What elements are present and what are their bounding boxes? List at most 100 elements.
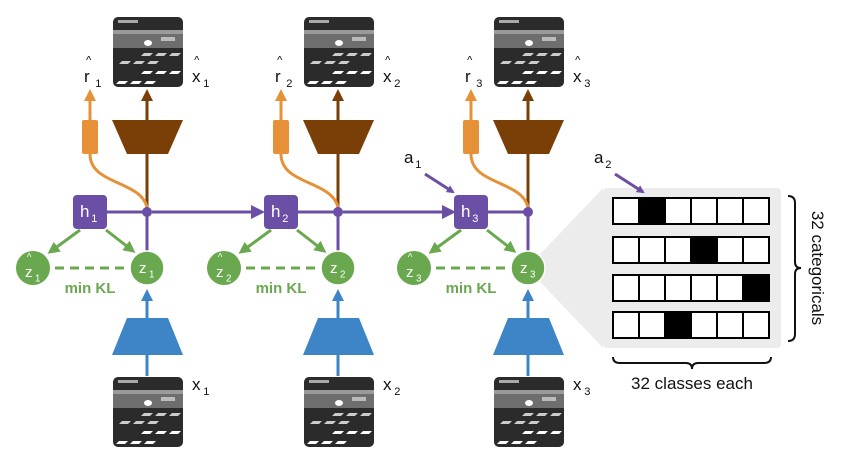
ice-floe xyxy=(360,413,372,416)
one-hot-cell xyxy=(690,274,718,302)
ice-floe xyxy=(536,413,548,416)
one-hot-cell-active xyxy=(690,236,718,264)
zhat-label-subscript: 2 xyxy=(226,274,231,285)
ice-floe xyxy=(332,431,344,434)
ice-floe xyxy=(321,81,333,84)
encoder-trapezoid xyxy=(112,318,183,355)
categorical-row xyxy=(612,197,770,225)
decoder-trapezoid xyxy=(303,120,374,154)
ice-floe xyxy=(360,431,372,434)
state-node xyxy=(333,207,343,217)
h-label-subscript: 1 xyxy=(91,213,97,225)
x-hat-label-letter: x xyxy=(192,67,201,86)
reward-hat-label-hat: ^ xyxy=(277,54,283,66)
ice-floe xyxy=(522,53,534,56)
z-label-subscript: 1 xyxy=(149,270,154,281)
frame-score xyxy=(118,20,138,23)
one-hot-cell-active xyxy=(742,274,770,302)
h-box xyxy=(264,195,298,229)
ice-floe xyxy=(144,441,156,444)
one-hot-cell xyxy=(638,236,666,264)
bear-sprite xyxy=(335,40,343,46)
reward-hat-label-subscript: 3 xyxy=(476,78,482,90)
bear-sprite xyxy=(144,40,152,46)
reward-hat-label-letter: r xyxy=(465,67,471,86)
ice-floe xyxy=(550,53,562,56)
ice-floe xyxy=(324,61,336,64)
reward-hat-label-subscript: 1 xyxy=(95,78,101,90)
x-hat-label-hat: ^ xyxy=(385,54,391,66)
ice-floe xyxy=(133,421,145,424)
zhat-label-hat: ^ xyxy=(27,253,32,264)
categorical-row xyxy=(612,274,770,302)
ice-floe xyxy=(133,61,145,64)
frame-background xyxy=(494,17,564,87)
ice-floe xyxy=(511,441,523,444)
frame-sign xyxy=(542,397,556,401)
action-label-letter: a xyxy=(404,148,414,167)
reward-hat-label-letter: r xyxy=(275,67,281,86)
frame-background xyxy=(304,377,374,447)
h-box xyxy=(73,195,107,229)
categoricals-brace xyxy=(787,195,802,342)
input-frame xyxy=(113,377,183,447)
h-box xyxy=(454,195,488,229)
x-hat-label-subscript: 1 xyxy=(203,78,209,90)
ice-floe xyxy=(346,413,358,416)
bear-sprite xyxy=(525,400,533,406)
x-label-letter: x xyxy=(573,375,582,394)
x-label-letter: x xyxy=(192,375,201,394)
x-hat-label-letter: x xyxy=(383,67,392,86)
frame-band xyxy=(304,390,374,394)
one-hot-cell xyxy=(638,274,666,302)
x-hat-label-subscript: 3 xyxy=(584,78,590,90)
ice-floe xyxy=(525,81,537,84)
x-hat-label-hat: ^ xyxy=(575,54,581,66)
decoder-trapezoid xyxy=(493,120,564,154)
ice-floe xyxy=(169,71,181,74)
ice-floe xyxy=(536,431,548,434)
ice-floe xyxy=(550,413,562,416)
ice-floe xyxy=(141,413,153,416)
ice-floe xyxy=(310,421,322,424)
h-label-subscript: 2 xyxy=(282,213,288,225)
timestep-1: min KL xyxy=(16,89,265,376)
action-label-letter: a xyxy=(594,148,604,167)
reconstructed-frame xyxy=(113,17,183,87)
reward-predictor xyxy=(273,120,289,154)
frame-score xyxy=(118,380,138,383)
ice-floe xyxy=(141,71,153,74)
h-label-letter: h xyxy=(80,202,89,221)
ice-floe xyxy=(310,61,322,64)
classes-brace xyxy=(612,356,772,370)
ice-floe xyxy=(536,53,548,56)
ice-floe xyxy=(522,71,534,74)
h-label-letter: h xyxy=(271,202,280,221)
frame-band xyxy=(304,30,374,34)
zhat-label-hat: ^ xyxy=(218,253,223,264)
zoom-wedge xyxy=(527,188,603,348)
ice-floe xyxy=(130,81,142,84)
ice-floe xyxy=(155,71,167,74)
bear-sprite xyxy=(335,400,343,406)
ice-floe xyxy=(514,61,526,64)
x-label-subscript: 2 xyxy=(394,386,400,398)
ice-floe xyxy=(335,81,347,84)
reward-input-curve xyxy=(469,153,530,208)
ice-floe xyxy=(522,413,534,416)
action-arrow xyxy=(614,172,645,194)
zhat-circle xyxy=(207,251,241,285)
input-frame xyxy=(494,377,564,447)
ice-floe xyxy=(155,53,167,56)
one-hot-cell xyxy=(664,197,692,225)
ice-floe xyxy=(528,421,540,424)
ice-floe xyxy=(321,441,333,444)
frame-background xyxy=(304,17,374,87)
